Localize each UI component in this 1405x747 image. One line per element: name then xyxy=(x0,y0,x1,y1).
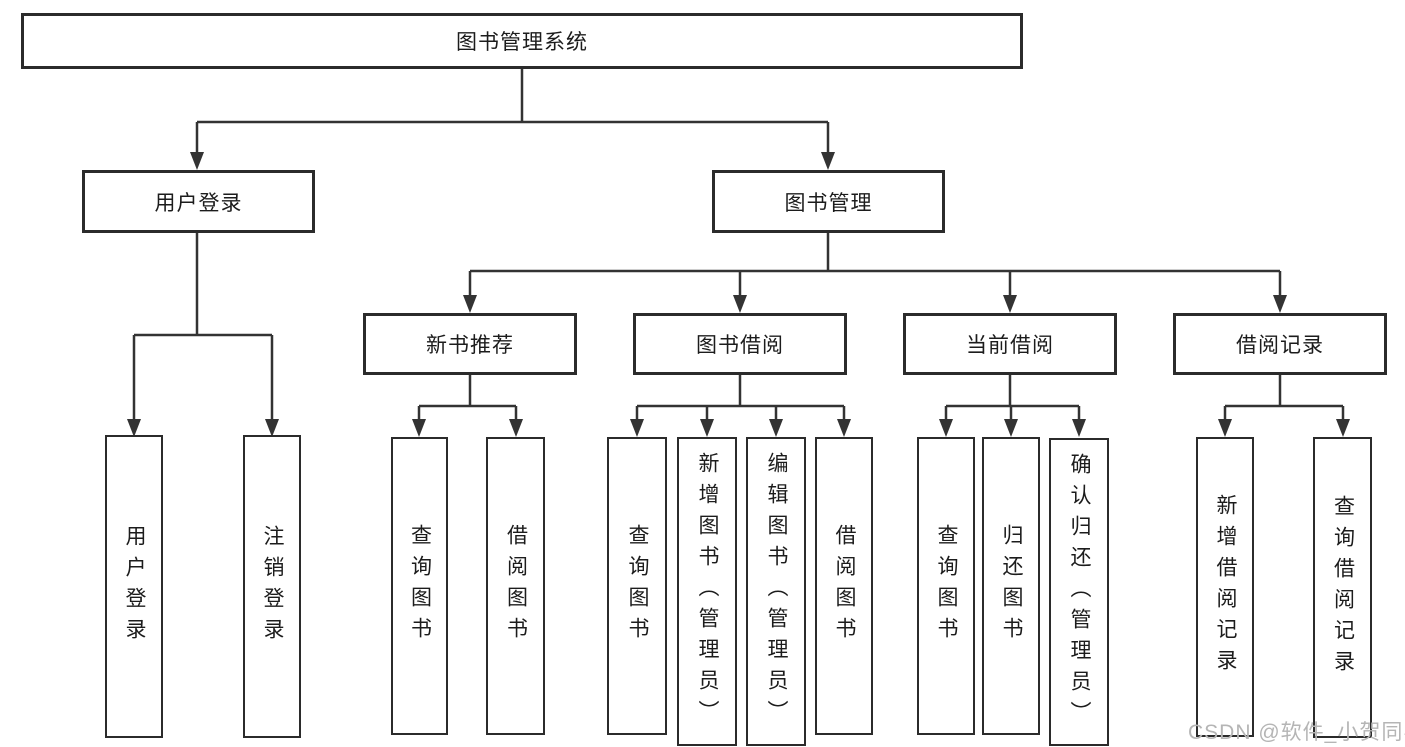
leaf-label: 查询图书 xyxy=(408,524,432,648)
leaf-label: 借阅图书 xyxy=(504,524,528,648)
leaf-borrow-books: 借阅图书 xyxy=(486,437,545,735)
leaf-label: 编辑图书（管理员） xyxy=(765,452,788,731)
leaf-label: 新增借阅记录 xyxy=(1214,494,1237,680)
leaf-borrow-books: 借阅图书 xyxy=(815,437,873,735)
leaf-query-books: 查询图书 xyxy=(391,437,448,735)
leaf-query-borrow-record: 查询借阅记录 xyxy=(1313,437,1372,738)
leaf-label: 确认归还（管理员） xyxy=(1068,452,1091,732)
csdn-watermark: CSDN @软件_小贺同学 xyxy=(1188,721,1405,744)
leaf-add-books-admin: 新增图书（管理员） xyxy=(677,437,737,746)
node-library-management-system: 图书管理系统 xyxy=(21,13,1023,69)
leaf-label: 用户登录 xyxy=(123,524,146,649)
node-book-borrowing: 图书借阅 xyxy=(633,313,847,375)
node-book-management: 图书管理 xyxy=(712,170,945,233)
node-label: 图书借阅 xyxy=(696,334,784,357)
leaf-label: 归还图书 xyxy=(1000,524,1023,648)
arrowheads xyxy=(127,152,1350,437)
node-current-borrowing: 当前借阅 xyxy=(903,313,1117,375)
node-borrowing-records: 借阅记录 xyxy=(1173,313,1387,375)
leaf-label: 查询借阅记录 xyxy=(1331,494,1355,681)
leaf-label: 借阅图书 xyxy=(833,524,856,648)
node-user-login: 用户登录 xyxy=(82,170,315,233)
leaf-user-login: 用户登录 xyxy=(105,435,163,738)
node-label: 借阅记录 xyxy=(1236,334,1324,357)
node-label: 当前借阅 xyxy=(966,334,1054,357)
node-new-book-recommendation: 新书推荐 xyxy=(363,313,577,375)
node-label: 新书推荐 xyxy=(426,334,514,357)
node-label: 用户登录 xyxy=(154,191,243,215)
leaf-edit-books-admin: 编辑图书（管理员） xyxy=(746,437,806,746)
leaf-label: 查询图书 xyxy=(626,524,649,648)
node-label: 图书管理 xyxy=(784,191,873,215)
leaf-add-borrow-record: 新增借阅记录 xyxy=(1196,437,1254,737)
leaf-return-books: 归还图书 xyxy=(982,437,1040,735)
leaf-query-books: 查询图书 xyxy=(917,437,975,735)
leaf-confirm-return-admin: 确认归还（管理员） xyxy=(1049,438,1109,746)
leaf-logout: 注销登录 xyxy=(243,435,301,738)
leaf-label: 查询图书 xyxy=(935,524,958,648)
node-label: 图书管理系统 xyxy=(456,31,588,54)
leaf-label: 注销登录 xyxy=(261,524,284,649)
leaf-label: 新增图书（管理员） xyxy=(696,452,719,731)
leaf-query-books: 查询图书 xyxy=(607,437,667,735)
